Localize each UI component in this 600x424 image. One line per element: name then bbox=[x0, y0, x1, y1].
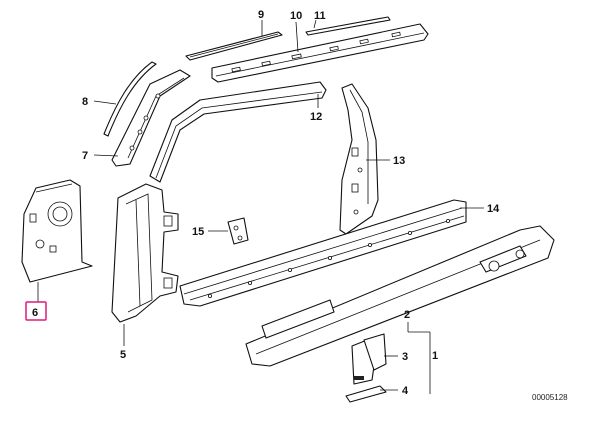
highlight-box-part-6 bbox=[25, 301, 47, 321]
part-8-drawing[interactable] bbox=[103, 61, 157, 137]
label-part-10[interactable]: 10 bbox=[290, 10, 302, 22]
label-part-12[interactable]: 12 bbox=[310, 111, 322, 123]
part-12-drawing[interactable] bbox=[149, 81, 327, 183]
label-part-3[interactable]: 3 bbox=[402, 351, 408, 363]
label-part-4[interactable]: 4 bbox=[402, 385, 409, 397]
part-3-drawing[interactable] bbox=[351, 333, 387, 385]
label-part-2[interactable]: 2 bbox=[404, 309, 410, 321]
label-part-1[interactable]: 1 bbox=[432, 350, 438, 362]
part-15-drawing[interactable] bbox=[227, 217, 249, 245]
label-part-11[interactable]: 11 bbox=[314, 10, 326, 22]
label-part-7[interactable]: 7 bbox=[82, 150, 88, 162]
part-labels: 9 10 11 8 7 12 13 14 15 5 2 1 3 4 6 0000… bbox=[25, 9, 568, 402]
part-5-drawing[interactable] bbox=[111, 183, 179, 323]
label-part-6[interactable]: 6 bbox=[32, 307, 38, 319]
label-part-14[interactable]: 14 bbox=[487, 203, 500, 215]
part-13-drawing[interactable] bbox=[339, 83, 379, 235]
leader-lines bbox=[37, 19, 484, 394]
label-part-13[interactable]: 13 bbox=[393, 155, 405, 167]
label-part-15[interactable]: 15 bbox=[192, 226, 204, 238]
part-7-drawing[interactable] bbox=[111, 69, 191, 167]
part-2-drawing[interactable] bbox=[245, 225, 555, 367]
label-part-5[interactable]: 5 bbox=[120, 349, 126, 361]
label-part-8[interactable]: 8 bbox=[82, 96, 88, 108]
part-4-drawing[interactable] bbox=[345, 385, 387, 403]
part-10-drawing[interactable] bbox=[211, 23, 429, 83]
reference-number: 00005128 bbox=[532, 393, 568, 402]
part-9-drawing[interactable] bbox=[185, 31, 283, 61]
label-part-9[interactable]: 9 bbox=[258, 9, 264, 21]
part-6-drawing[interactable] bbox=[21, 179, 93, 283]
part-14-drawing[interactable] bbox=[179, 199, 467, 307]
part-11-drawing[interactable] bbox=[305, 16, 391, 36]
